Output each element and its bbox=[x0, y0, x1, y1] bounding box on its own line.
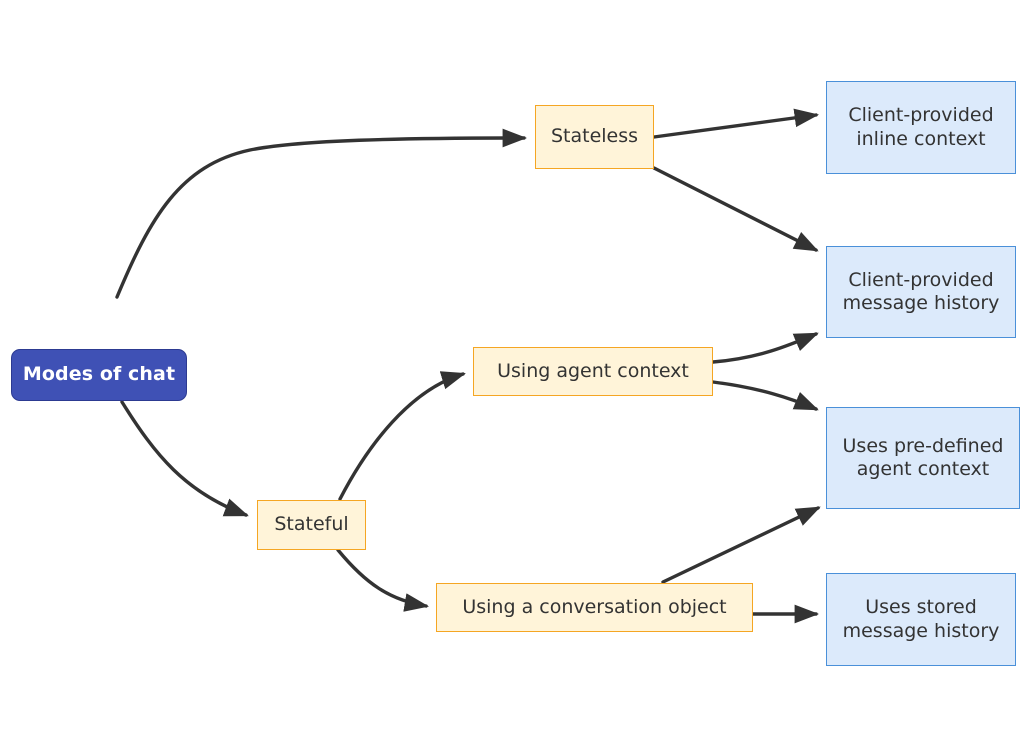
node-client-provided-message-history[interactable]: Client-provided message history bbox=[826, 246, 1016, 338]
edge-root-to-stateless bbox=[115, 128, 528, 299]
edge-stateful-to-conversation-object bbox=[336, 548, 430, 612]
node-using-agent-context[interactable]: Using agent context bbox=[473, 347, 713, 396]
edge-root-to-stateful bbox=[120, 400, 249, 517]
node-label: Client-provided inline context bbox=[848, 104, 994, 150]
edge-agent-context-to-predefined-context bbox=[711, 380, 819, 411]
node-label: Stateful bbox=[274, 513, 349, 536]
node-label: Using a conversation object bbox=[462, 595, 727, 618]
node-uses-predefined-agent-context[interactable]: Uses pre-defined agent context bbox=[826, 407, 1020, 509]
node-label: Client-provided message history bbox=[842, 268, 1000, 314]
node-label: Using agent context bbox=[497, 359, 689, 382]
node-label: Uses stored message history bbox=[842, 596, 1000, 642]
node-label: Uses pre-defined agent context bbox=[842, 434, 1004, 480]
edge-stateless-to-message-history bbox=[652, 166, 819, 252]
node-stateless[interactable]: Stateless bbox=[535, 105, 654, 169]
edge-stateless-to-inline-context bbox=[652, 108, 820, 139]
edge-stateful-to-agent-context bbox=[338, 371, 466, 501]
edge-agent-context-to-message-history bbox=[711, 332, 819, 364]
node-client-provided-inline-context[interactable]: Client-provided inline context bbox=[826, 81, 1016, 174]
node-label: Stateless bbox=[550, 125, 639, 148]
node-label: Modes of chat bbox=[22, 363, 176, 386]
node-using-conversation-object[interactable]: Using a conversation object bbox=[436, 583, 753, 632]
edge-conversation-object-to-predefined-context bbox=[661, 506, 821, 584]
node-uses-stored-message-history[interactable]: Uses stored message history bbox=[826, 573, 1016, 666]
node-stateful[interactable]: Stateful bbox=[257, 500, 366, 550]
node-modes-of-chat[interactable]: Modes of chat bbox=[11, 349, 187, 401]
